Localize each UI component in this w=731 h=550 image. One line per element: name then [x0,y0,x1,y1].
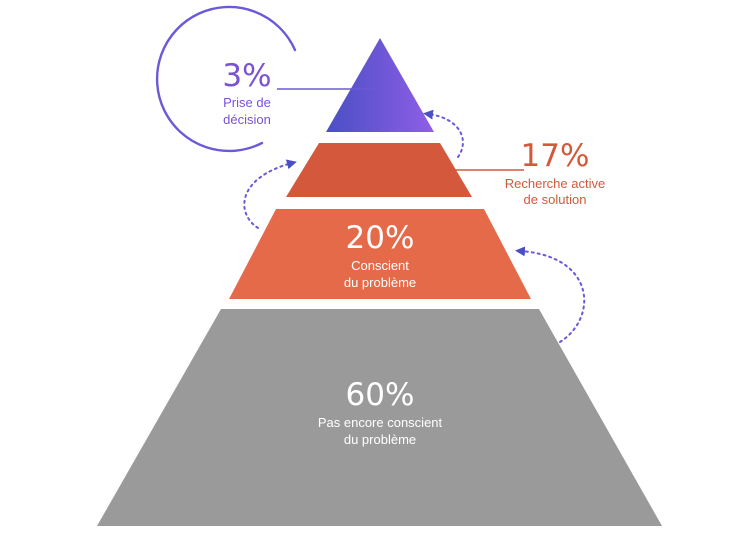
active-percent: 17% [521,138,590,174]
tier-unaware-shape [97,309,662,526]
arrow-to-decision [423,109,464,158]
decision-percent: 3% [222,58,271,94]
unaware-percent: 60% [346,377,415,413]
tier-active-shape [286,143,472,197]
aware-label-line2: du problème [344,275,416,290]
unaware-label-line2: du problème [344,432,416,447]
arrow-to-active [243,159,297,229]
active-label-line2: de solution [524,192,587,207]
aware-percent: 20% [346,220,415,256]
aware-label-line1: Conscient [351,258,409,273]
arrow-to-aware [515,246,586,343]
decision-label-line1: Prise de [223,95,271,110]
unaware-label-line1: Pas encore conscient [318,415,443,430]
tier-aware-shape [229,209,531,299]
active-label-line1: Recherche active [505,176,605,191]
decision-label-line2: décision [223,112,271,127]
decision-label-arc [155,5,297,153]
tier-top-triangle [326,38,434,132]
